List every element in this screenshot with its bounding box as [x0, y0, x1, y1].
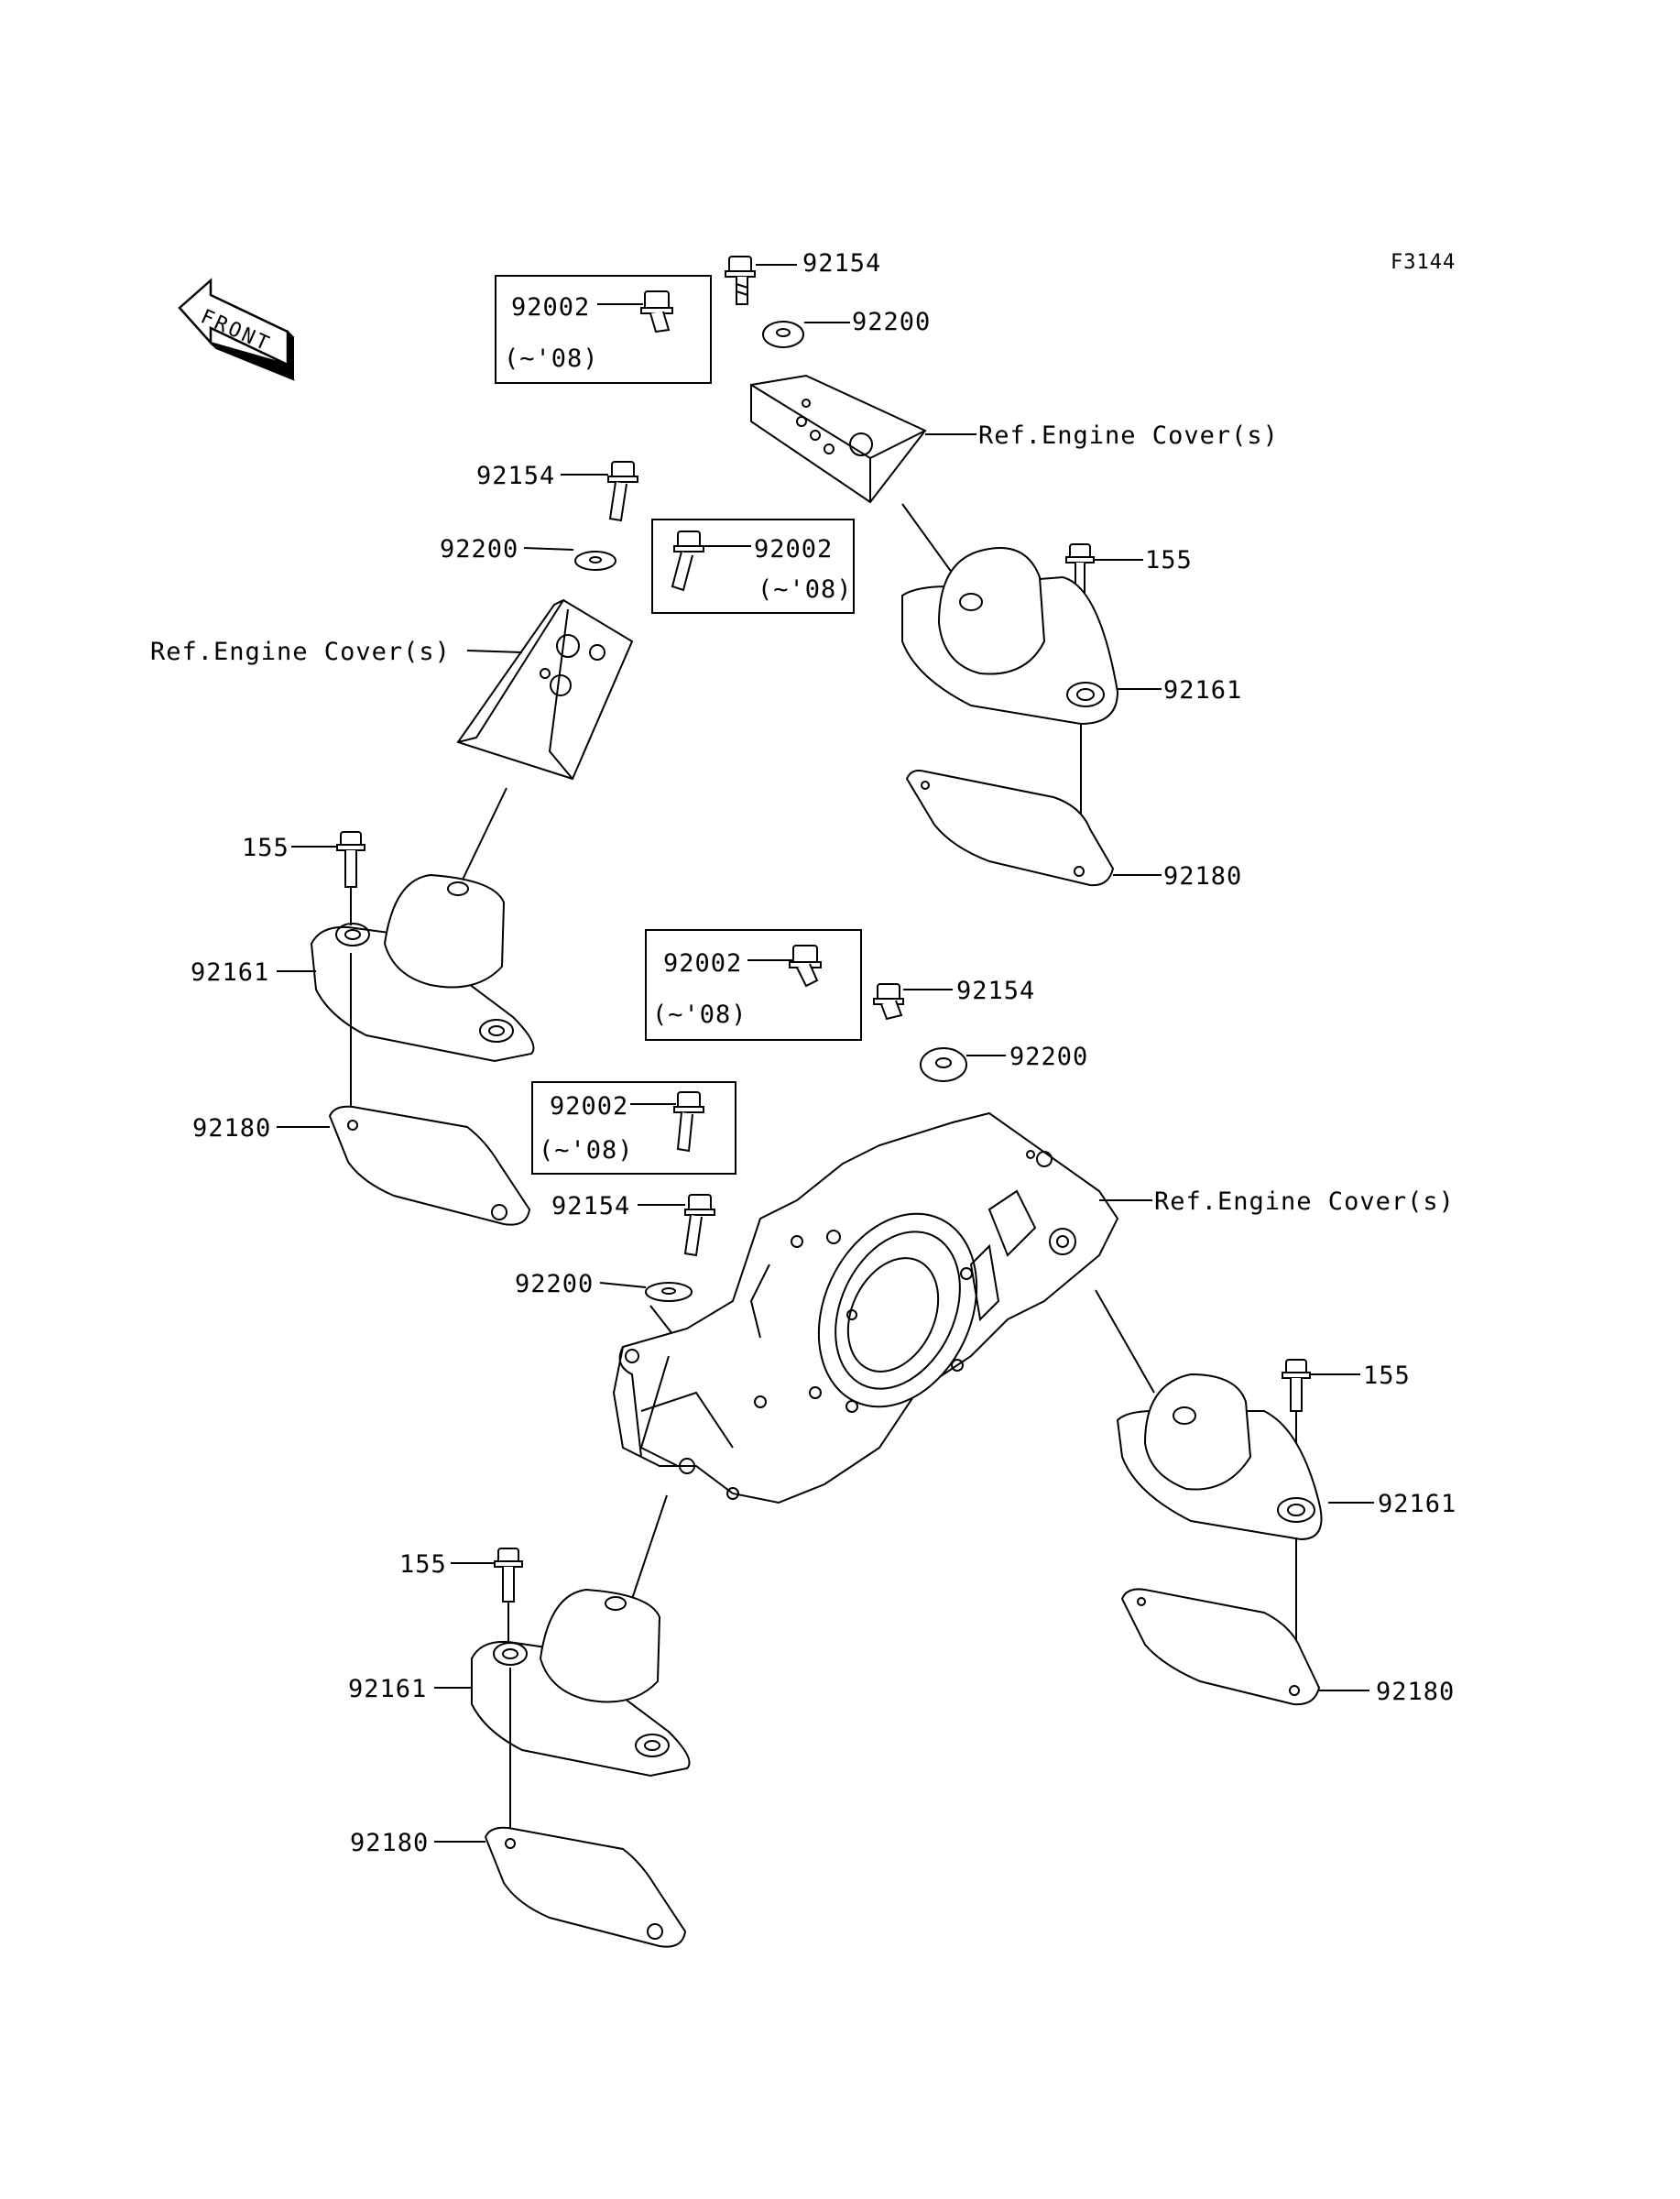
ref-engine-cover-label: Ref.Engine Cover(s) — [150, 638, 451, 666]
plate-92180-center-right — [1120, 1588, 1321, 1706]
bolt-92154-center-left — [683, 1194, 715, 1257]
collar-92200-center-left — [645, 1282, 693, 1302]
note-box-92002-center: 92002 (~'08) — [645, 929, 862, 1041]
part-92161-label: 92161 — [1163, 676, 1243, 705]
note-08-label: (~'08) — [758, 575, 853, 604]
engine-cover — [612, 1111, 1119, 1504]
bracket-left — [456, 598, 634, 781]
part-92200-label: 92200 — [852, 308, 932, 336]
plate-92180-bottom-left — [484, 1826, 687, 1948]
part-155-label: 155 — [1363, 1362, 1411, 1390]
part-92180-label: 92180 — [350, 1829, 430, 1857]
front-arrow-icon: FRONT — [178, 278, 295, 381]
collar-92200-left — [574, 551, 616, 571]
bolt-155-bottom-left — [494, 1548, 523, 1603]
bolt-92002-box2 — [671, 531, 704, 592]
bolt-92154-center-right — [873, 983, 904, 1021]
mount-92161-bottom-left — [471, 1588, 691, 1778]
part-92154-label: 92154 — [476, 462, 556, 490]
part-92161-label: 92161 — [191, 958, 270, 987]
part-92154-label: 92154 — [551, 1192, 631, 1220]
part-92200-label: 92200 — [440, 535, 519, 563]
bolt-155-center-right — [1282, 1359, 1311, 1412]
bolt-92002-box1 — [640, 290, 673, 334]
plate-92180-top-right — [905, 770, 1115, 887]
note-08-label: (~'08) — [504, 345, 599, 373]
leader-left-bracket-to-mount — [462, 787, 507, 881]
bolt-92002-box3 — [789, 945, 822, 988]
leader-92200-center-left — [599, 1282, 647, 1288]
part-92002-label: 92002 — [550, 1092, 629, 1121]
bolt-92154-left — [607, 461, 638, 522]
note-box-92002-top: 92002 (~'08) — [495, 275, 712, 384]
ref-engine-cover-label: Ref.Engine Cover(s) — [978, 421, 1279, 450]
part-92002-label: 92002 — [511, 293, 591, 322]
mount-92161-top-right — [901, 547, 1119, 726]
bracket-top-right — [750, 374, 927, 504]
bolt-155-top-right — [1065, 543, 1095, 596]
plate-92180-left — [328, 1105, 531, 1226]
leader-ref-left — [466, 650, 523, 653]
bolt-155-left — [336, 831, 365, 888]
part-92180-label: 92180 — [192, 1114, 272, 1143]
part-92154-label: 92154 — [802, 249, 882, 278]
part-92200-label: 92200 — [1009, 1043, 1089, 1071]
part-92180-label: 92180 — [1376, 1678, 1456, 1706]
note-box-92002-left: 92002 (~'08) — [531, 1081, 736, 1175]
part-92180-label: 92180 — [1163, 862, 1243, 891]
collar-92200-center-right — [920, 1047, 967, 1082]
part-92002-label: 92002 — [754, 535, 834, 563]
mount-92161-left — [310, 873, 535, 1063]
part-92154-label: 92154 — [956, 977, 1036, 1005]
note-08-label: (~'08) — [652, 1001, 747, 1029]
mount-92161-center-right — [1116, 1373, 1323, 1541]
part-92200-label: 92200 — [515, 1270, 595, 1298]
diagram-code: F3144 — [1391, 251, 1456, 274]
part-155-label: 155 — [399, 1550, 447, 1579]
part-92002-label: 92002 — [663, 949, 743, 978]
ref-engine-cover-label: Ref.Engine Cover(s) — [1154, 1187, 1455, 1216]
leader-92200-left — [523, 547, 574, 551]
bolt-92002-box4 — [673, 1091, 704, 1153]
part-155-label: 155 — [1145, 546, 1193, 574]
bolt-92154-top — [725, 256, 756, 305]
note-box-92002-mid: 92002 (~'08) — [651, 519, 855, 614]
collar-92200-top — [762, 321, 804, 348]
part-155-label: 155 — [242, 834, 289, 862]
part-92161-label: 92161 — [348, 1675, 428, 1703]
note-08-label: (~'08) — [539, 1136, 634, 1165]
part-92161-label: 92161 — [1378, 1490, 1457, 1518]
